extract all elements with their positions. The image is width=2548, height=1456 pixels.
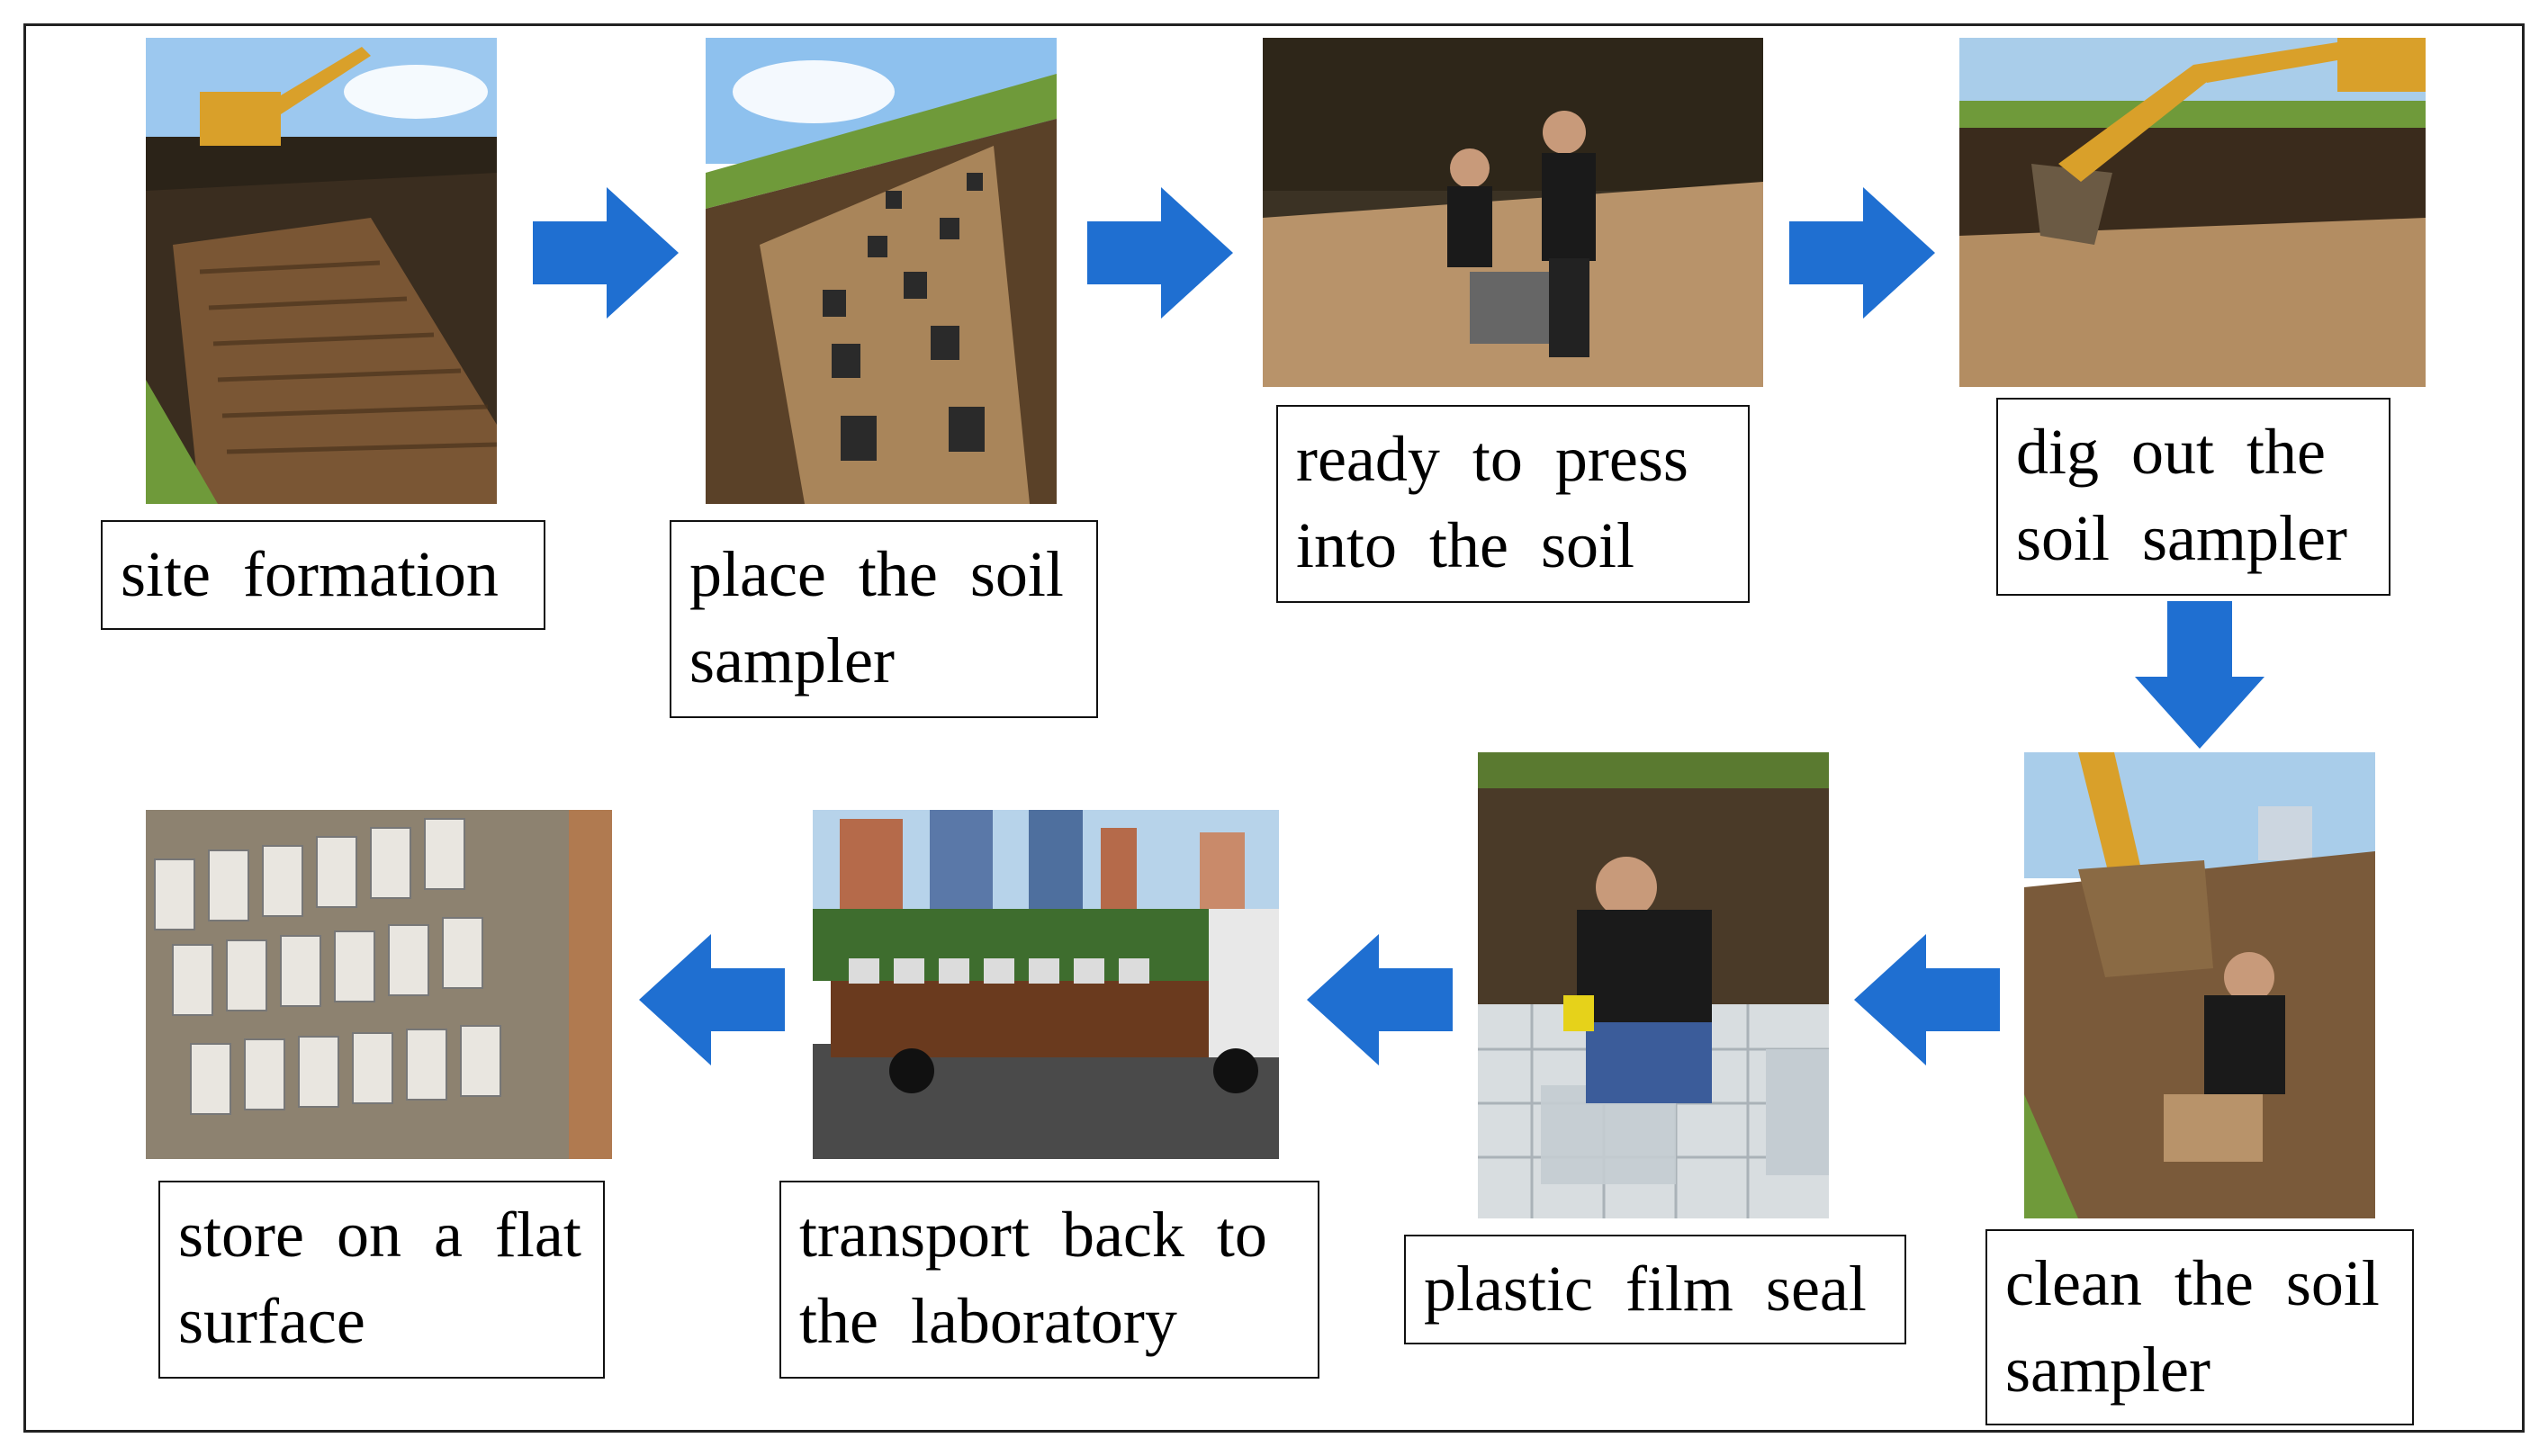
arrow-right-2-icon [1087,187,1233,319]
photo-press-into-soil [1263,38,1763,387]
label-line-1: ready to press [1296,423,1688,495]
arrow-left-1-icon [1854,934,2000,1065]
photo-store-flat-surface [146,810,612,1159]
label-clean-sampler: clean the soil sampler [1985,1229,2414,1425]
label-line-2: into the soil [1296,509,1634,581]
label-dig-out-sampler: dig out the soil sampler [1996,398,2390,596]
diagram-frame [23,23,2525,1433]
label-line-1: plastic film seal [1424,1253,1867,1325]
label-line-2: soil sampler [2016,502,2347,574]
arrow-left-3-icon [639,934,785,1065]
label-store-flat-surface: store on a flat surface [158,1181,605,1379]
label-line-1: clean the soil [2005,1247,2380,1319]
photo-transport-truck [813,810,1279,1159]
label-line-1: place the soil [689,538,1064,610]
label-plastic-film-seal: plastic film seal [1404,1235,1906,1344]
photo-place-sampler [706,38,1057,504]
label-press-into-soil: ready to press into the soil [1276,405,1750,603]
label-line-1: store on a flat [178,1199,581,1271]
label-line-1: site formation [121,538,499,610]
photo-site-formation [146,38,497,504]
arrow-left-2-icon [1307,934,1453,1065]
label-line-2: surface [178,1285,365,1357]
photo-clean-sampler [2024,752,2375,1218]
photo-plastic-film-seal [1478,752,1829,1218]
arrow-right-1-icon [533,187,679,319]
label-line-2: sampler [2005,1334,2210,1406]
label-line-1: dig out the [2016,416,2326,488]
photo-dig-out-sampler [1959,38,2426,387]
label-site-formation: site formation [101,520,545,630]
arrow-down-icon [2135,601,2264,749]
arrow-right-3-icon [1789,187,1935,319]
label-line-1: transport back to [799,1199,1267,1271]
label-line-2: the laboratory [799,1285,1177,1357]
label-transport-back: transport back to the laboratory [779,1181,1319,1379]
label-place-sampler: place the soil sampler [670,520,1098,718]
label-line-2: sampler [689,625,895,697]
